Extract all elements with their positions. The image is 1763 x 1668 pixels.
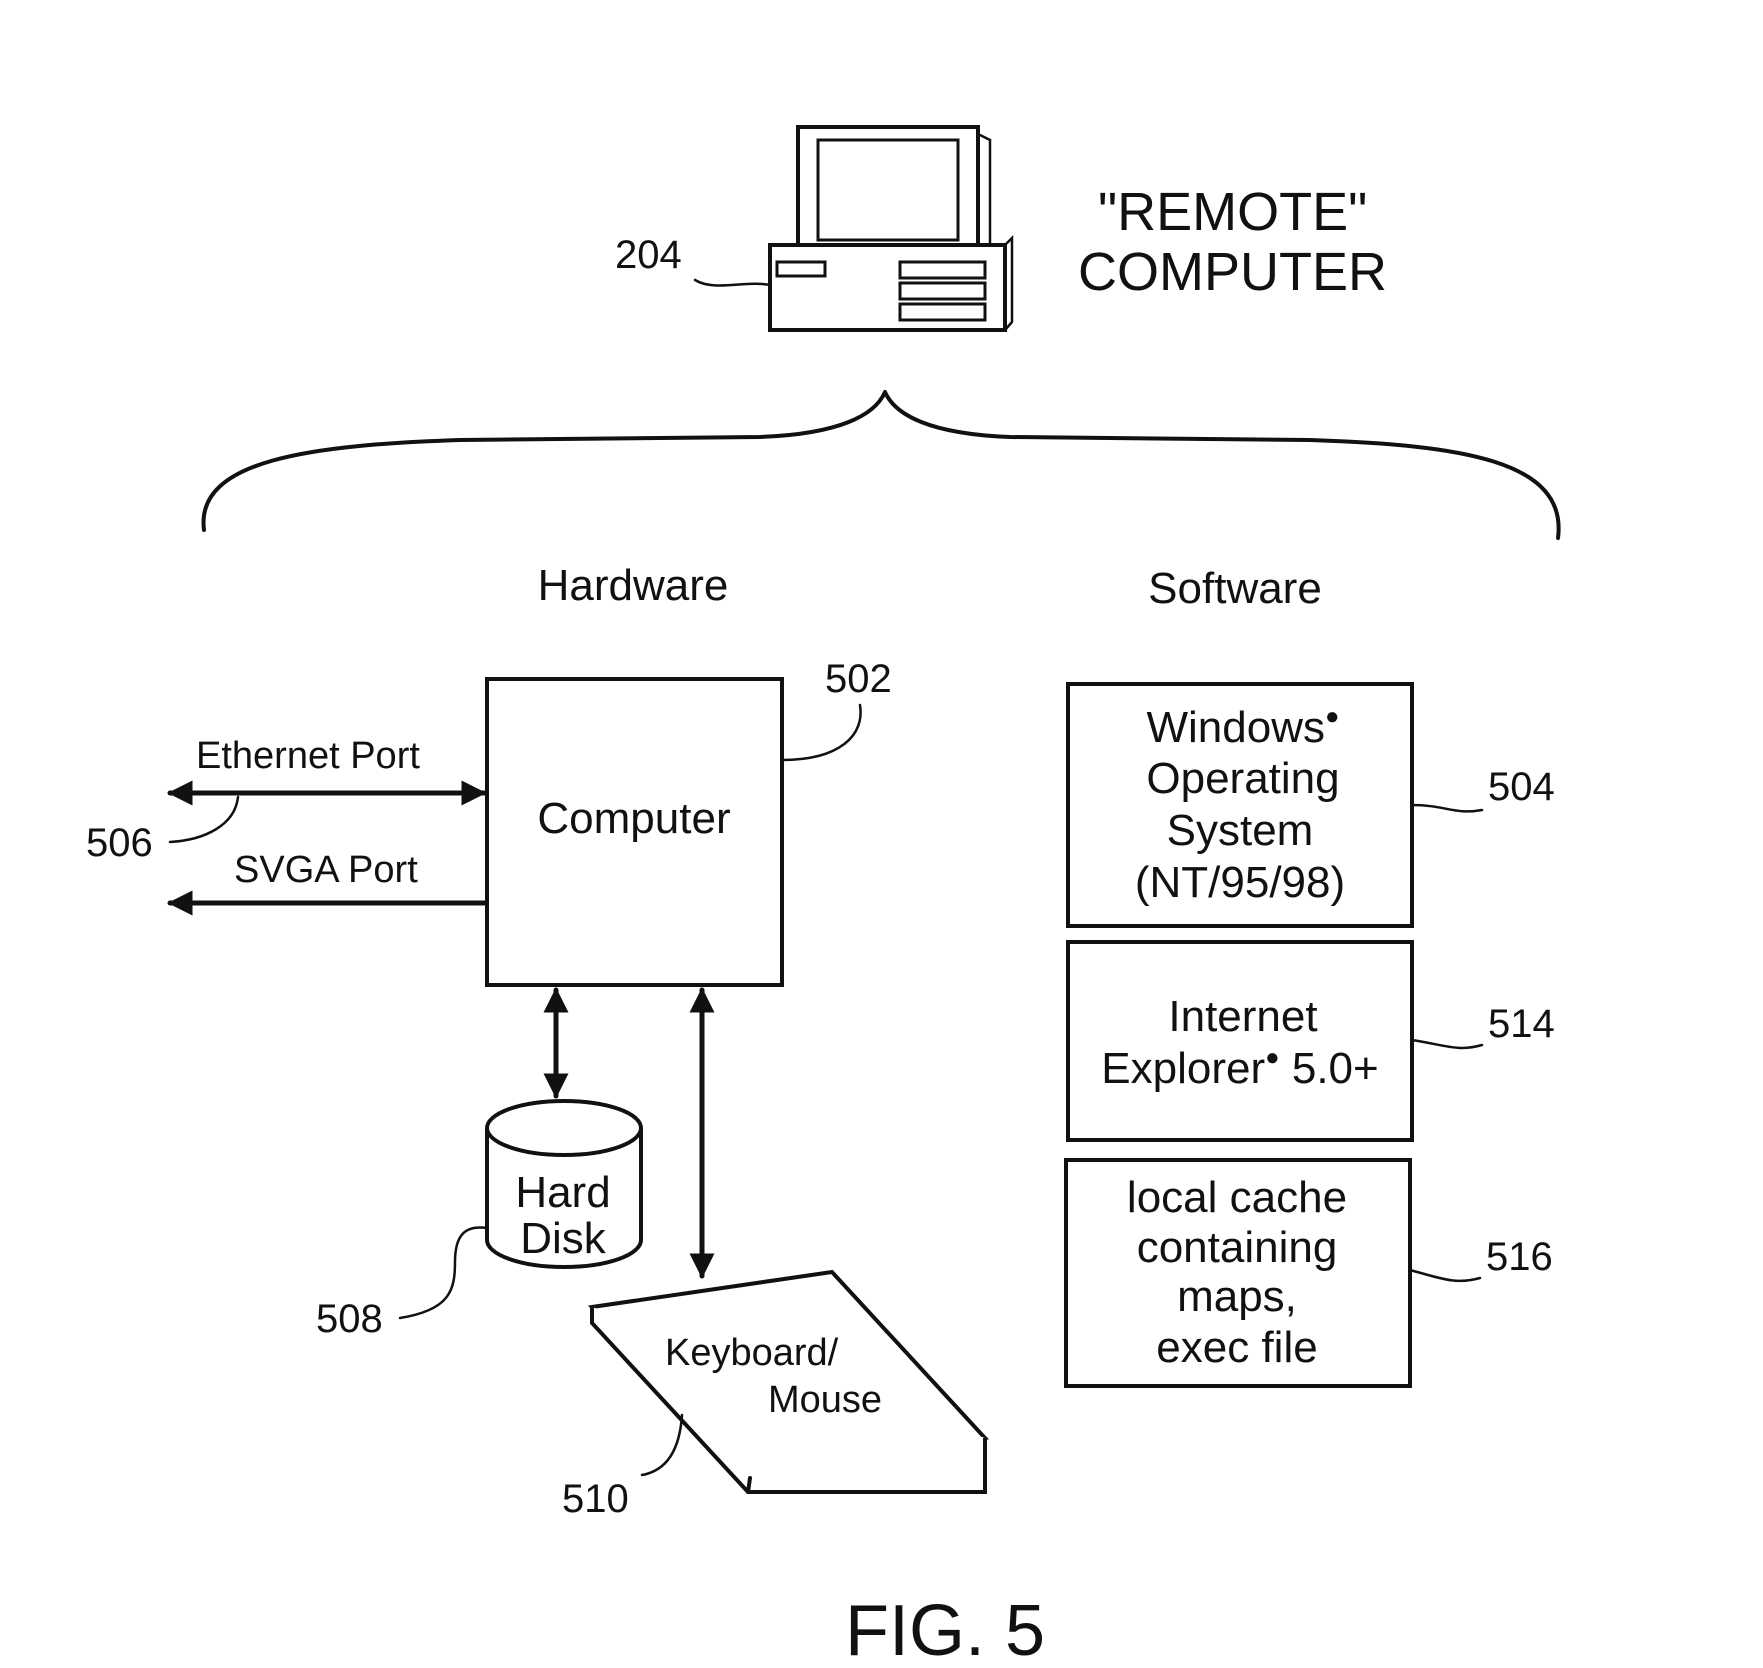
figure-label: FIG. 5 (845, 1591, 1045, 1668)
cache-line1: local cache (1127, 1173, 1347, 1222)
hard-disk-line1: Hard (515, 1168, 610, 1217)
cache-line4: exec file (1156, 1323, 1317, 1372)
ethernet-port-leader (170, 797, 238, 842)
keyboard-mouse-line1: Keyboard/ (665, 1332, 839, 1374)
os-ref: 504 (1488, 765, 1555, 809)
cache-line3: maps, (1177, 1272, 1297, 1321)
software-heading: Software (1148, 564, 1322, 613)
browser-leader (1412, 1040, 1482, 1048)
os-line1: Windows● (1147, 703, 1340, 752)
browser-ref: 514 (1488, 1002, 1555, 1046)
browser-line2: Explorer● 5.0+ (1101, 1044, 1378, 1093)
cache-ref: 516 (1486, 1235, 1553, 1279)
hard-disk-leader (400, 1227, 487, 1318)
title-line1: "REMOTE" (1098, 182, 1367, 242)
os-line2: Operating (1146, 754, 1339, 803)
os-line4: (NT/95/98) (1135, 858, 1345, 907)
grouping-brace (204, 392, 1559, 538)
browser-line1: Internet (1168, 992, 1317, 1041)
title-line2: COMPUTER (1078, 242, 1387, 302)
keyboard-mouse-ref: 510 (562, 1477, 629, 1521)
browser-registered-mark: ● (1265, 1044, 1280, 1071)
os-leader (1412, 805, 1482, 811)
cache-line2: containing (1137, 1223, 1338, 1272)
ethernet-port-ref: 506 (86, 821, 153, 865)
hard-disk-line2: Disk (520, 1214, 607, 1263)
os-line3: System (1167, 806, 1314, 855)
hardware-heading: Hardware (538, 561, 729, 610)
remote-computer-leader (695, 280, 770, 286)
ethernet-port-label: Ethernet Port (196, 735, 420, 777)
browser-box (1068, 942, 1412, 1140)
remote-computer-icon (770, 127, 1012, 330)
computer-label: Computer (537, 794, 730, 843)
remote-computer-ref: 204 (615, 233, 682, 277)
cache-leader (1410, 1270, 1480, 1281)
keyboard-mouse-line2: Mouse (768, 1379, 882, 1421)
keyboard-mouse-leader (642, 1415, 682, 1475)
computer-leader (782, 705, 861, 760)
computer-ref: 502 (825, 657, 892, 701)
hard-disk-ref: 508 (316, 1297, 383, 1341)
svga-port-label: SVGA Port (234, 849, 418, 891)
os-registered-mark: ● (1325, 703, 1340, 730)
